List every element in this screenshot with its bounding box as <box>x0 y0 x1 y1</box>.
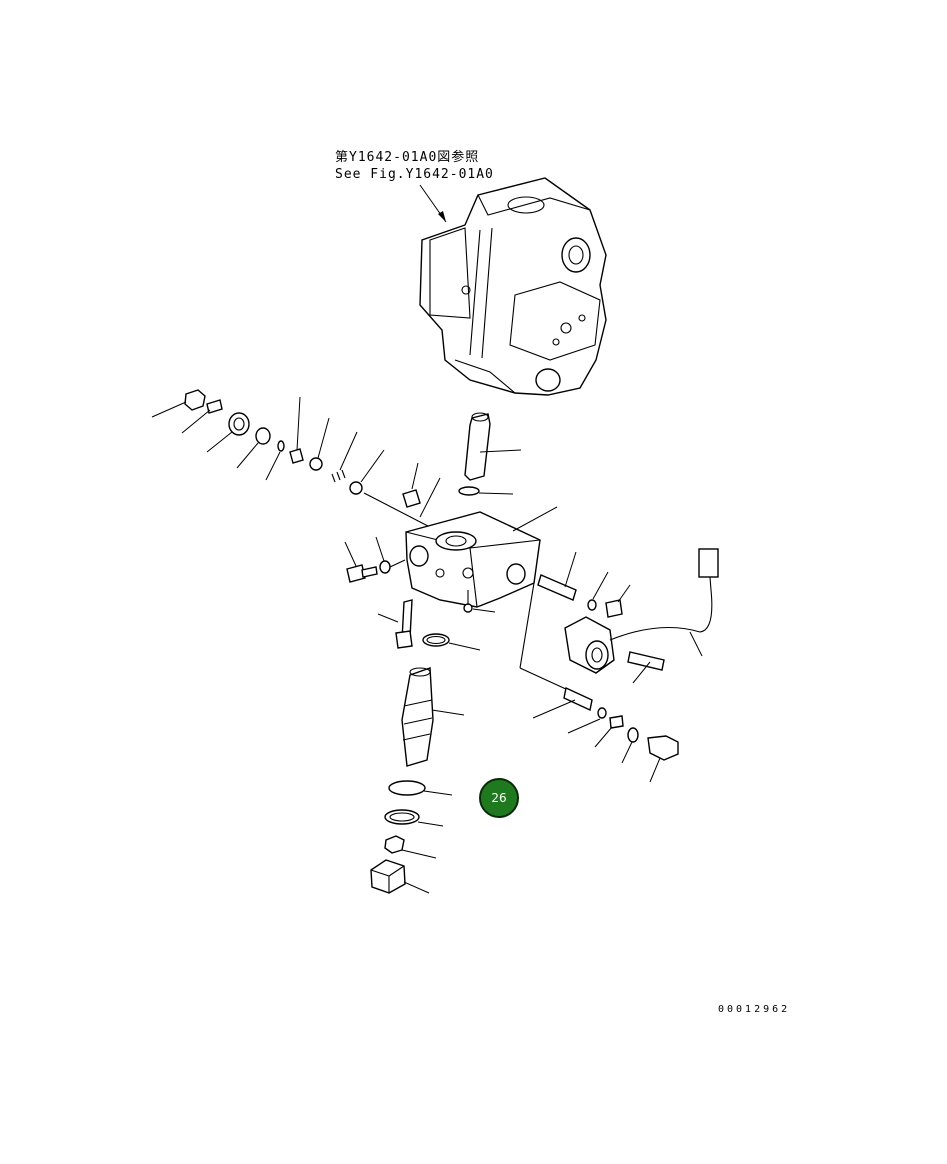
main-spool <box>401 667 465 767</box>
callout-number-badge[interactable]: 26 <box>479 778 519 818</box>
long-bolt <box>377 599 413 649</box>
reference-figure-english[interactable]: See Fig.Y1642-01A0 <box>335 167 494 182</box>
drawing-number: 00012962 <box>718 1004 791 1015</box>
upper-valve-housing <box>419 177 607 396</box>
reference-figure-japanese: 第Y1642-01A0図参照 <box>335 150 480 165</box>
oring-lower <box>422 633 481 651</box>
left-bolt <box>344 536 406 583</box>
lower-right-fittings <box>519 582 679 783</box>
center-valve-block <box>402 462 558 608</box>
right-fittings <box>537 551 631 618</box>
left-fittings-row <box>151 389 456 541</box>
reference-arrow <box>419 184 447 223</box>
callout-number-label: 26 <box>491 791 507 805</box>
solenoid-assembly <box>564 548 719 684</box>
lower-parts-stack <box>370 780 453 894</box>
small-screw <box>463 590 496 613</box>
upper-spool <box>458 412 522 496</box>
